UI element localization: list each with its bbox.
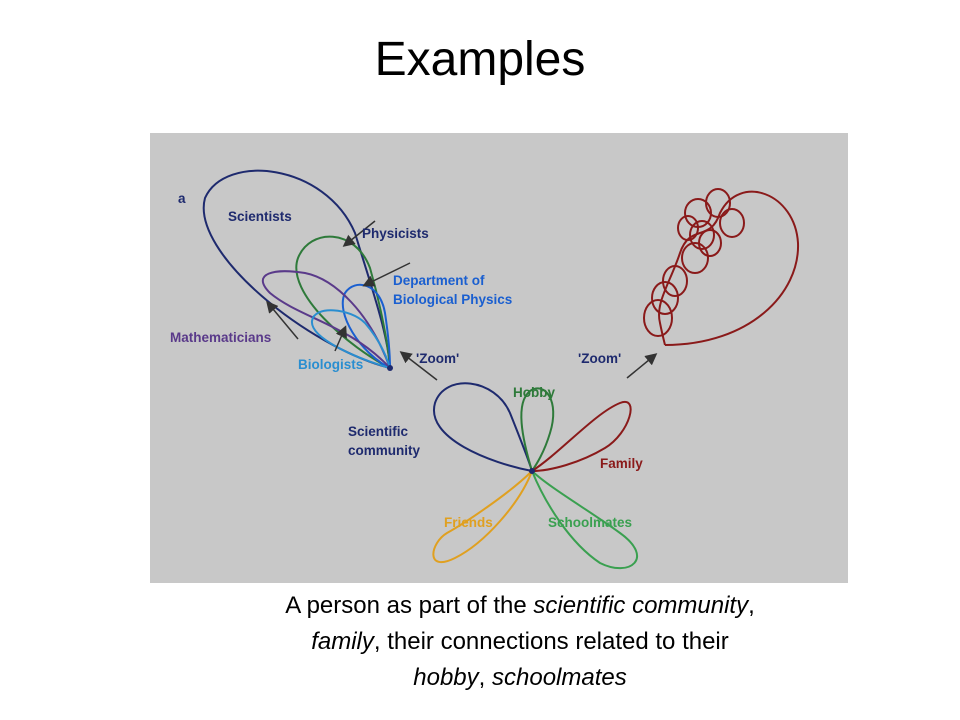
network-diagram: a Scientists Physicists Department of Bi… [150,133,848,583]
physicists-arrow [342,220,376,247]
hobby-loop [520,387,555,474]
mathematicians-loop [262,270,391,369]
zoom-right-label: 'Zoom' [578,351,621,366]
scientific-community-loop [432,382,534,473]
caption-line-2: family, their connections related to the… [160,624,880,660]
biologists-loop [311,309,392,370]
schoolmates-loop [531,470,639,570]
diagram-background [150,133,848,583]
left-hub-node [387,365,393,371]
scientific-community-label-line1: Scientific [348,424,409,439]
panel-label: a [178,191,186,206]
slide-title: Examples [374,33,586,86]
caption-text-2: , [748,592,755,619]
caption-family: family [311,628,374,655]
family-zoom-loop [658,190,800,346]
zoom-left-arrow [399,351,438,381]
family-label: Family [600,456,643,471]
department-loop [341,283,392,370]
mathematicians-arrow [266,300,299,340]
department-arrow [362,262,411,287]
caption-scientific-community: scientific community [533,592,749,619]
caption-line-3: hobby, schoolmates [160,660,880,696]
family-cluster [643,188,745,337]
scientists-label: Scientists [228,209,292,224]
caption-line-1: A person as part of the scientific commu… [160,588,880,624]
hobby-label: Hobby [513,385,555,400]
caption-schoolmates: schoolmates [492,664,627,691]
mathematicians-label: Mathematicians [170,330,271,345]
department-label-line2: Biological Physics [393,292,512,307]
schoolmates-label: Schoolmates [548,515,632,530]
zoom-right-arrow [626,353,658,379]
friends-label: Friends [444,515,493,530]
department-label-line1: Department of [393,273,485,288]
family-loop [528,400,632,473]
diagram-svg: a Scientists Physicists Department of Bi… [150,133,848,583]
caption-text-3: , their connections related to their [373,628,729,655]
person-hub-node [529,468,535,474]
scientific-community-label-line2: community [348,443,421,458]
friends-loop [432,470,533,564]
biologists-arrow [334,325,347,352]
physicists-label: Physicists [362,226,429,241]
caption-text-4: , [478,664,492,691]
biologists-label: Biologists [298,357,363,372]
caption-hobby: hobby [413,664,479,691]
caption: A person as part of the scientific commu… [160,588,880,696]
zoom-left-label: 'Zoom' [416,351,459,366]
caption-text-1: A person as part of the [285,592,534,619]
